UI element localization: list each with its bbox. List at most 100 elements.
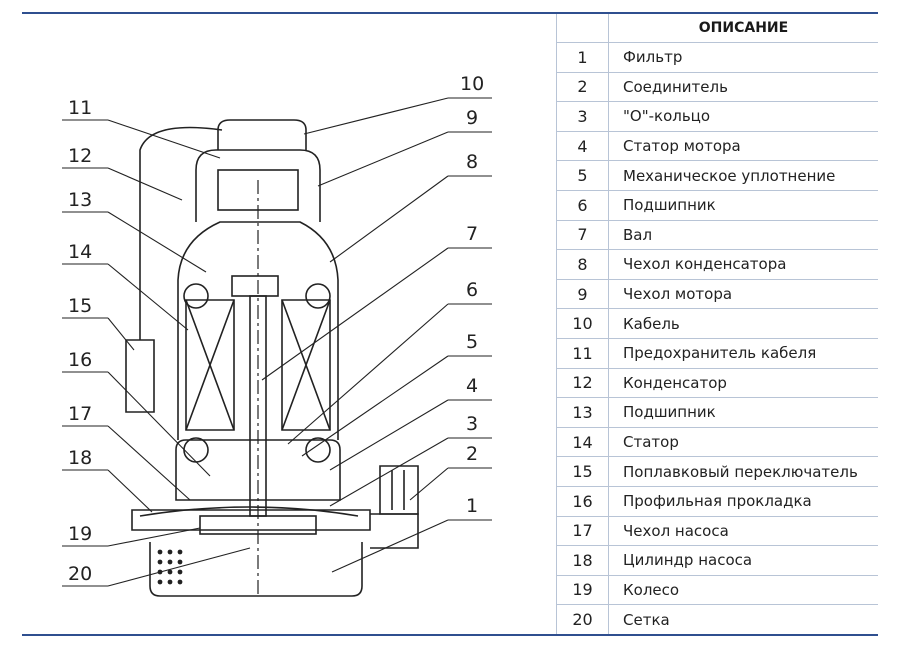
part-number: 10 [556, 308, 609, 339]
motor-body [177, 221, 339, 440]
part-name: Чехол насоса [608, 515, 878, 546]
part-name: Кабель [608, 308, 878, 339]
part-number: 13 [556, 397, 609, 428]
callout-13: 13 [68, 189, 92, 211]
part-number: 18 [556, 545, 609, 576]
part-number: 15 [556, 456, 609, 487]
part-number: 11 [556, 337, 609, 369]
callout-10: 10 [460, 73, 484, 95]
part-name: Цилиндр насоса [608, 545, 878, 576]
part-number: 9 [556, 278, 609, 309]
strainer-holes [157, 549, 183, 585]
outlet-pipe [370, 513, 419, 549]
part-name: Сетка [608, 604, 878, 634]
callout-9: 9 [466, 107, 478, 129]
part-number: 17 [556, 515, 609, 546]
part-number: 8 [556, 249, 609, 280]
part-number: 1 [556, 42, 609, 73]
callout-2: 2 [466, 443, 478, 465]
impeller [199, 515, 317, 535]
callout-17: 17 [68, 403, 92, 425]
volute [139, 506, 359, 517]
pump-diagram: 11 12 13 14 15 16 17 18 19 20 10 9 8 7 6… [62, 73, 492, 597]
pump-base-plate [131, 509, 371, 531]
upper-bearing [231, 275, 279, 297]
callout-12: 12 [68, 145, 92, 167]
strainer-body [149, 542, 363, 597]
part-number: 3 [556, 101, 609, 132]
callout-19: 19 [68, 523, 92, 545]
callout-14: 14 [68, 241, 92, 263]
part-name: Поплавковый переключатель [608, 456, 878, 487]
top-rule [22, 12, 878, 14]
callout-16: 16 [68, 349, 92, 371]
part-number: 12 [556, 367, 609, 398]
callout-1: 1 [466, 495, 478, 517]
motor-cover [195, 149, 321, 222]
table-header: ОПИСАНИЕ [608, 14, 878, 43]
part-number: 7 [556, 219, 609, 250]
part-name: Колесо [608, 574, 878, 605]
table-header-num [556, 14, 609, 43]
part-number: 6 [556, 189, 609, 221]
cable [139, 126, 223, 340]
part-number: 20 [556, 604, 609, 634]
part-name: Подшипник [608, 397, 878, 428]
bearing-bottom-right [305, 437, 331, 463]
bottom-rule [22, 634, 878, 636]
part-name: Соединитель [608, 71, 878, 102]
part-number: 14 [556, 426, 609, 457]
callout-18: 18 [68, 447, 92, 469]
part-number: 19 [556, 574, 609, 605]
callout-7: 7 [466, 223, 478, 245]
bearing-top-left [183, 283, 209, 309]
handle [217, 119, 307, 150]
callout-8: 8 [466, 151, 478, 173]
pump-casing [175, 439, 341, 501]
outlet-fitting [379, 465, 419, 515]
callout-5: 5 [466, 331, 478, 353]
part-number: 4 [556, 130, 609, 161]
part-name: Подшипник [608, 189, 878, 221]
callout-15: 15 [68, 295, 92, 317]
part-name: Фильтр [608, 42, 878, 73]
part-number: 16 [556, 485, 609, 516]
part-name: Статор [608, 426, 878, 457]
part-name: "О"-кольцо [608, 101, 878, 132]
callout-4: 4 [466, 375, 478, 397]
leader-lines [62, 97, 492, 587]
part-name: Вал [608, 219, 878, 250]
part-number: 2 [556, 71, 609, 102]
callout-20: 20 [68, 563, 92, 585]
table-row: 3"О"-кольцо [556, 101, 878, 132]
callout-11: 11 [68, 97, 92, 119]
part-name: Чехол конденсатора [608, 249, 878, 280]
bearing-bottom-left [183, 437, 209, 463]
part-name: Чехол мотора [608, 278, 878, 309]
float-switch [125, 339, 155, 413]
bearing-top-right [305, 283, 331, 309]
callout-3: 3 [466, 413, 478, 435]
callout-6: 6 [466, 279, 478, 301]
part-name: Статор мотора [608, 130, 878, 161]
